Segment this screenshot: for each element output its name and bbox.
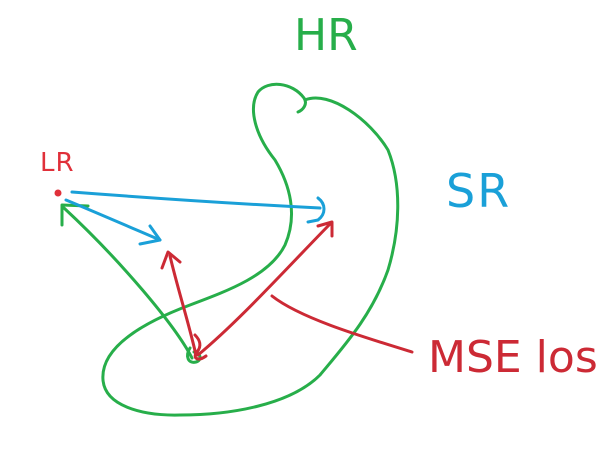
lr-point bbox=[54, 189, 62, 197]
mse-arrow-near-head bbox=[160, 250, 182, 270]
mse-leader-line bbox=[270, 294, 414, 354]
sr-label: SR bbox=[446, 164, 512, 218]
sr-arrow-far bbox=[70, 190, 322, 210]
hr-manifold-curve bbox=[101, 82, 400, 417]
lr-label: LR bbox=[40, 148, 75, 178]
degradation-arrow bbox=[62, 206, 194, 360]
mse-arrow-near bbox=[168, 254, 198, 357]
mse-sample-mark bbox=[193, 333, 208, 361]
sr-arrow-near-head bbox=[138, 224, 162, 246]
mse-loss-label: MSE loss bbox=[428, 332, 600, 383]
sr-arrow-near bbox=[64, 198, 162, 242]
mse-arrow-far-head bbox=[316, 220, 334, 238]
hr-label: HR bbox=[294, 10, 358, 61]
sr-arrow-far-head bbox=[306, 196, 326, 224]
mse-arrow-far bbox=[196, 222, 332, 357]
